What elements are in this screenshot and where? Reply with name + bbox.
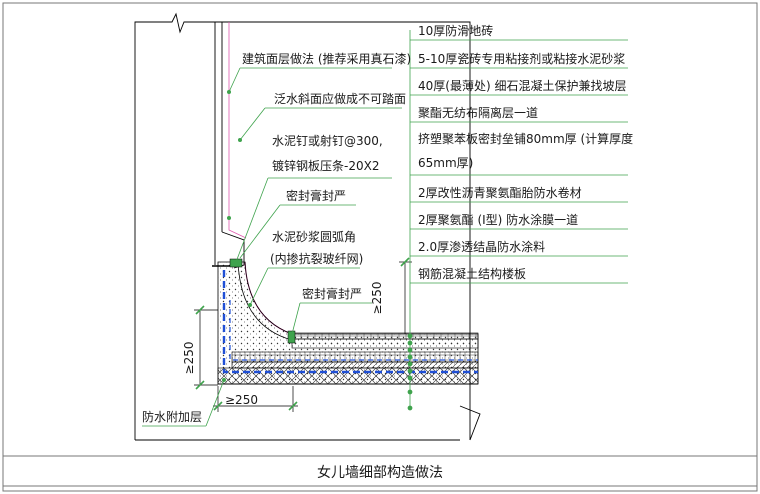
layer-label-9: 钢筋混凝土结构楼板 bbox=[418, 266, 526, 281]
label-fillet-1: 水泥砂浆圆弧角 bbox=[272, 229, 356, 244]
layer-label-3: 40厚(最薄处) 细石混凝土保护兼找坡层 bbox=[418, 78, 626, 93]
layer-label-1: 10厚防滑地砖 bbox=[418, 23, 493, 38]
layer-slab bbox=[217, 367, 479, 385]
right-label-underlines bbox=[410, 39, 628, 284]
label-slope: 泛水斜面应做成不可踏面 bbox=[274, 91, 406, 106]
layer-label-2: 5-10厚瓷砖专用粘接剂或粘接水泥砂浆 bbox=[418, 51, 625, 66]
label-wall-finish: 建筑面层做法 (推荐采用真石漆) bbox=[242, 51, 411, 66]
dim-vertical-right: ≥250 bbox=[370, 282, 384, 315]
dimension-ticks bbox=[195, 257, 410, 411]
right-leader bbox=[407, 30, 413, 411]
parapet-wall bbox=[134, 12, 481, 441]
layer-concrete-protect bbox=[291, 338, 479, 349]
left-leaders bbox=[142, 67, 402, 427]
layer-label-5b: 65mm厚) bbox=[418, 156, 473, 170]
waterproof-membrane-2 bbox=[229, 300, 478, 361]
waterproof-membrane bbox=[222, 270, 478, 374]
label-fillet-2: (内掺抗裂玻纤网) bbox=[270, 251, 363, 266]
label-nail-1: 水泥钉或射钉@300, bbox=[272, 133, 383, 148]
layer-tile bbox=[291, 332, 479, 340]
layer-label-4: 聚酯无纺布隔离层一道 bbox=[418, 105, 538, 120]
layer-membrane-band bbox=[231, 361, 479, 369]
dimension-lines bbox=[194, 261, 412, 412]
dim-horizontal: ≥250 bbox=[225, 393, 258, 407]
label-sealant-mid: 密封膏封严 bbox=[302, 286, 362, 301]
layer-label-5: 挤塑聚苯板密封垒铺80mm厚 (计算厚度 bbox=[418, 131, 633, 146]
label-extra-layer: 防水附加层 bbox=[142, 409, 202, 424]
sealant-block bbox=[287, 330, 296, 344]
label-nail-2: 镀锌钢板压条-20X2 bbox=[272, 159, 379, 173]
layer-label-8: 2.0厚渗透结晶防水涂料 bbox=[418, 239, 545, 254]
layer-label-6: 2厚改性沥青聚氨酯胎防水卷材 bbox=[418, 185, 582, 200]
dim-vertical-left: ≥250 bbox=[182, 342, 196, 375]
label-sealant-top: 密封膏封严 bbox=[286, 188, 346, 203]
caption: 女儿墙细部构造做法 bbox=[317, 464, 443, 481]
layer-label-7: 2厚聚氨酯 (I型) 防水涂膜一道 bbox=[418, 212, 578, 227]
leader-dots bbox=[222, 90, 294, 382]
